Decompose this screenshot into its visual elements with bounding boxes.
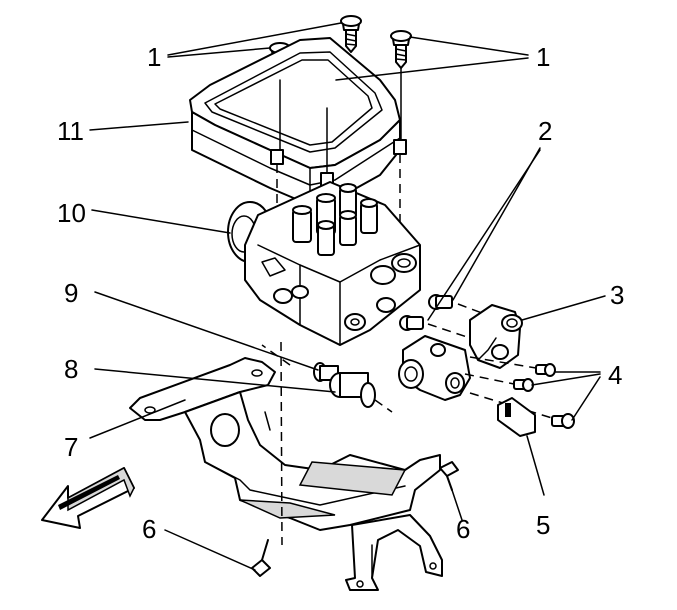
bolt-icon <box>469 392 575 429</box>
fittings <box>399 294 491 339</box>
callout-7: 7 <box>64 432 78 462</box>
callout-3: 3 <box>610 280 624 310</box>
callout-8: 8 <box>64 354 78 384</box>
callout-11: 11 <box>57 116 84 146</box>
bolt-icon <box>469 356 556 377</box>
bolt-icon <box>439 461 459 491</box>
modulator-valve-icon <box>398 335 471 401</box>
callout-2: 2 <box>538 116 552 146</box>
bolt-icon <box>251 539 271 577</box>
valve-stems <box>292 183 378 256</box>
screw-icon <box>390 30 412 69</box>
callout-9: 9 <box>64 278 78 308</box>
leader-lines <box>89 22 606 571</box>
screw-icon <box>340 15 362 53</box>
sensor-connector <box>497 397 536 437</box>
proportioning-valve <box>469 304 523 369</box>
callout-10: 10 <box>57 198 86 228</box>
callout-6-left: 6 <box>142 514 156 544</box>
bolt-icon <box>464 373 534 392</box>
callout-4: 4 <box>608 360 622 390</box>
pressure-sensor <box>313 362 393 413</box>
hydraulic-modulator <box>227 181 421 346</box>
callout-5: 5 <box>536 510 550 540</box>
callout-6-right: 6 <box>456 514 470 544</box>
front-arrow-icon <box>41 466 135 529</box>
callout-1-left: 1 <box>147 42 161 72</box>
bracket-icon <box>129 357 443 591</box>
callout-1-right: 1 <box>536 42 550 72</box>
ebcm-module <box>189 37 407 206</box>
